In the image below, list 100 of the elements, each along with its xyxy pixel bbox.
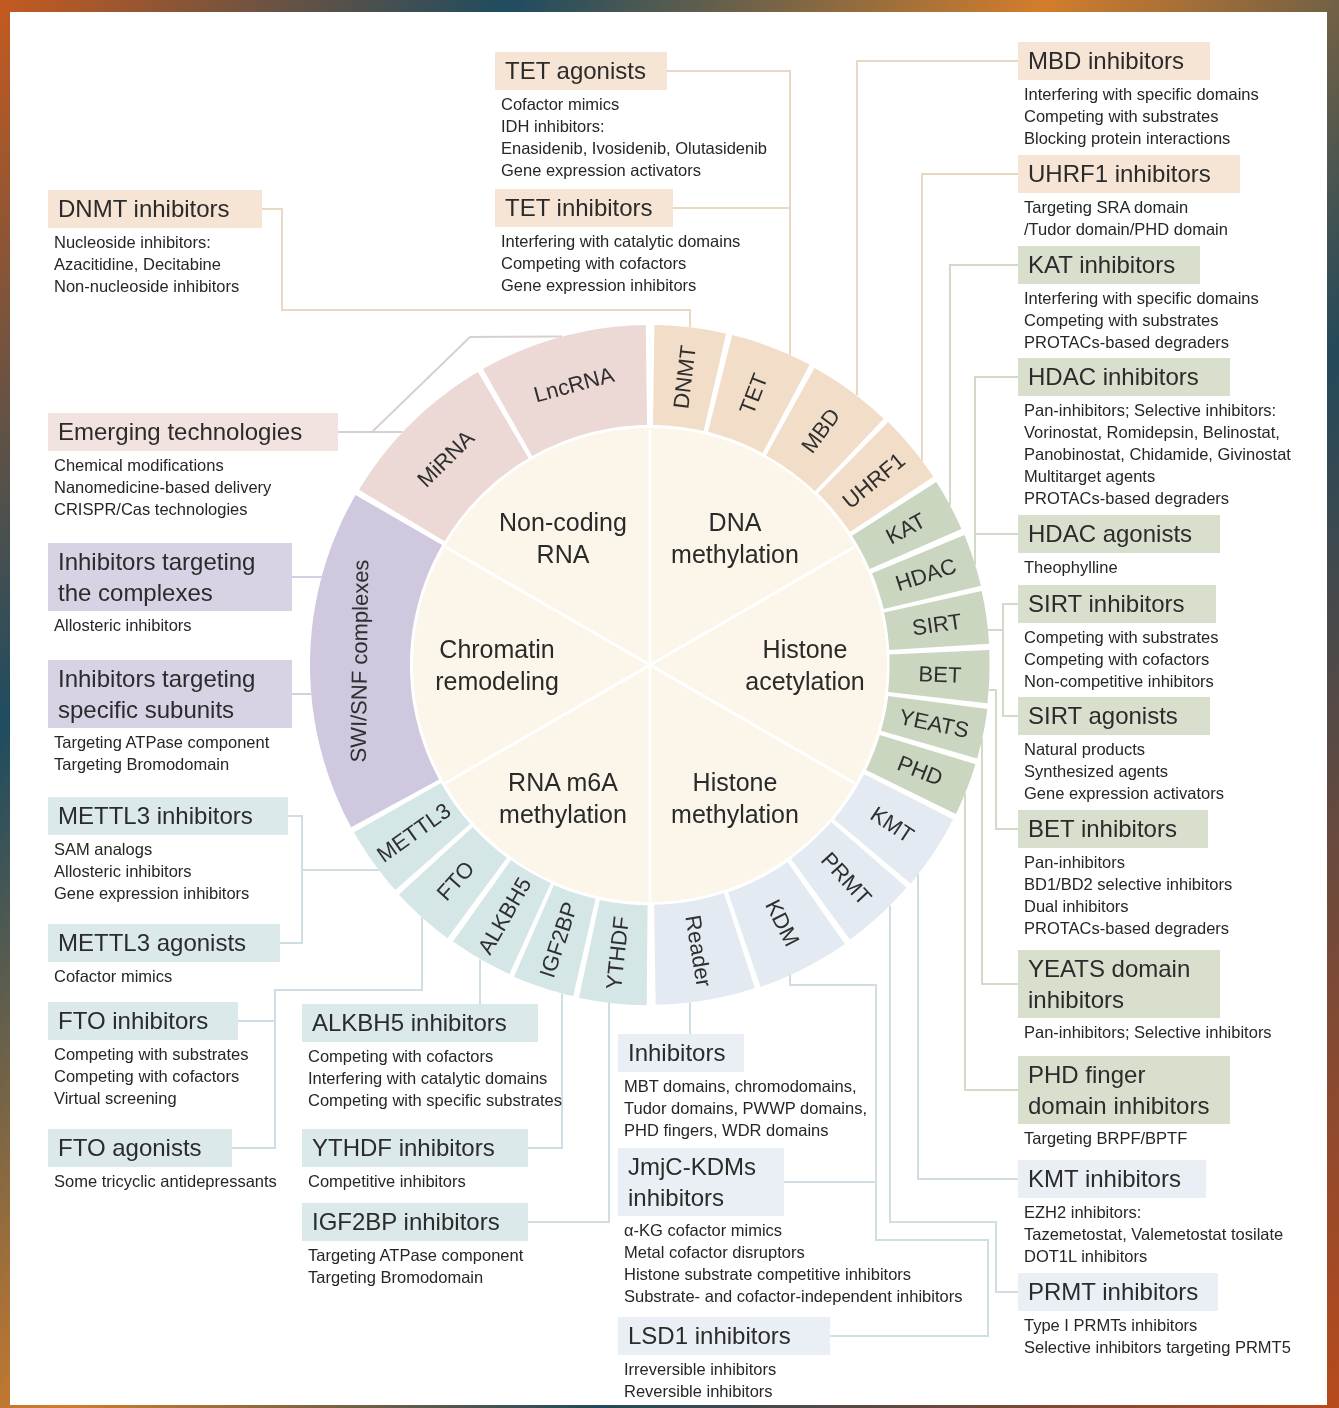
list-item: Gene expression inhibitors	[501, 275, 697, 296]
list-item: Reversible inhibitors	[624, 1381, 773, 1402]
class-heading: TET agonists	[495, 52, 667, 90]
list-item: PROTACs-based degraders	[1024, 332, 1230, 353]
class-heading: HDAC inhibitors	[1018, 358, 1230, 396]
list-item: Gene expression activators	[501, 160, 701, 181]
list-item: Cofactor mimics	[54, 966, 173, 987]
list-item: PROTACs-based degraders	[1024, 918, 1230, 939]
list-item: Competing with substrates	[54, 1044, 249, 1065]
leader-line	[479, 958, 481, 1005]
class-heading: FTO inhibitors	[48, 1002, 238, 1040]
list-item: BD1/BD2 selective inhibitors	[1024, 874, 1233, 895]
leader-line	[527, 992, 563, 1149]
class-heading: SIRT inhibitors	[1018, 585, 1216, 623]
list-item: MBT domains, chromodomains,	[624, 1076, 857, 1097]
list-item: Some tricyclic antidepressants	[54, 1171, 277, 1192]
list-item: Tazemetostat, Valemetostat tosilate	[1024, 1224, 1284, 1245]
list-item: Panobinostat, Chidamide, Givinostat	[1024, 444, 1291, 465]
list-item: Targeting ATPase component	[308, 1245, 524, 1266]
leader-line	[689, 1001, 691, 1035]
leader-line	[291, 693, 313, 695]
leader-line	[964, 792, 1019, 1091]
leader-line	[917, 873, 1019, 1180]
segment-label: SWI/SNF complexes	[346, 559, 374, 763]
segment-label: LncRNA	[531, 362, 617, 408]
list-item: Competing with substrates	[1024, 106, 1219, 127]
category-label: Histone acetylation	[715, 633, 895, 697]
list-item: Competing with cofactors	[308, 1046, 494, 1067]
segment-label: BET	[918, 662, 962, 688]
class-heading: ALKBH5 inhibitors	[302, 1004, 538, 1042]
list-item: EZH2 inhibitors:	[1024, 1202, 1142, 1223]
list-item: Nanomedicine-based delivery	[54, 477, 272, 498]
list-item: Interfering with catalytic domains	[308, 1068, 548, 1089]
segment-label: KAT	[882, 508, 930, 550]
list-item: IDH inhibitors:	[501, 116, 605, 137]
list-item: Competing with substrates	[1024, 310, 1219, 331]
list-item: Chemical modifications	[54, 455, 224, 476]
class-heading: LSD1 inhibitors	[618, 1317, 830, 1355]
list-item: Pan-inhibitors	[1024, 852, 1125, 873]
segment-label: PHD	[893, 751, 946, 791]
leader-line	[889, 904, 1019, 1293]
list-item: Gene expression activators	[1024, 783, 1224, 804]
segment-label: KDM	[759, 896, 804, 951]
list-item: Allosteric inhibitors	[54, 861, 192, 882]
list-item: PHD fingers, WDR domains	[624, 1120, 829, 1141]
segment-label: Reader	[680, 913, 716, 989]
class-heading: PRMT inhibitors	[1018, 1273, 1218, 1311]
segment-label: DNMT	[669, 344, 701, 411]
list-item: /Tudor domain/PHD domain	[1024, 219, 1228, 240]
list-item: Selective inhibitors targeting PRMT5	[1024, 1337, 1291, 1358]
list-item: Gene expression inhibitors	[54, 883, 250, 904]
segment-label: TET	[735, 370, 773, 418]
class-heading: UHRF1 inhibitors	[1018, 155, 1240, 193]
list-item: Interfering with specific domains	[1024, 288, 1259, 309]
segment-label: HDAC	[892, 554, 960, 597]
list-item: Allosteric inhibitors	[54, 615, 192, 636]
list-item: Pan-inhibitors; Selective inhibitors	[1024, 1022, 1272, 1043]
class-heading: PHD finger domain inhibitors	[1018, 1056, 1230, 1124]
class-heading: METTL3 agonists	[48, 924, 280, 962]
list-item: PROTACs-based degraders	[1024, 488, 1230, 509]
class-heading: YTHDF inhibitors	[302, 1129, 528, 1167]
class-heading: Inhibitors targeting the complexes	[48, 543, 292, 611]
leader-line	[949, 264, 1019, 506]
class-heading: Inhibitors	[618, 1034, 744, 1072]
list-item: Targeting BRPF/BPTF	[1024, 1128, 1188, 1149]
class-heading: KMT inhibitors	[1018, 1160, 1206, 1198]
list-item: Targeting SRA domain	[1024, 197, 1189, 218]
leader-line	[988, 689, 1019, 830]
list-item: Competing with substrates	[1024, 627, 1219, 648]
list-item: Cofactor mimics	[501, 94, 620, 115]
list-item: Histone substrate competitive inhibitors	[624, 1264, 912, 1285]
list-item: Azacitidine, Decitabine	[54, 254, 221, 275]
list-item: DOT1L inhibitors	[1024, 1246, 1148, 1267]
list-item: Metal cofactor disruptors	[624, 1242, 805, 1263]
leader-line	[291, 576, 323, 578]
list-item: Competing with cofactors	[54, 1066, 240, 1087]
segment-label: KMT	[865, 802, 918, 848]
list-item: Blocking protein interactions	[1024, 128, 1231, 149]
segment-label: IGF2BP	[535, 899, 583, 982]
class-heading: IGF2BP inhibitors	[302, 1203, 528, 1241]
class-heading: MBD inhibitors	[1018, 42, 1210, 80]
class-heading: JmjC-KDMs inhibitors	[618, 1148, 784, 1216]
list-item: Targeting Bromodomain	[308, 1267, 484, 1288]
list-item: Irreversible inhibitors	[624, 1359, 777, 1380]
list-item: Substrate- and cofactor-independent inhibitors	[624, 1286, 963, 1307]
list-item: Interfering with catalytic domains	[501, 231, 741, 252]
leader-line	[856, 60, 1019, 397]
list-item: Competing with cofactors	[1024, 649, 1210, 670]
class-heading: Emerging technologies	[48, 413, 338, 451]
list-item: Natural products	[1024, 739, 1146, 760]
list-item: Non-nucleoside inhibitors	[54, 276, 240, 297]
list-item: Nucleoside inhibitors:	[54, 232, 211, 253]
class-heading: METTL3 inhibitors	[48, 797, 288, 835]
list-item: Vorinostat, Romidepsin, Belinostat,	[1024, 422, 1280, 443]
list-item: Type I PRMTs inhibitors	[1024, 1315, 1198, 1336]
class-heading: DNMT inhibitors	[48, 190, 262, 228]
class-heading: KAT inhibitors	[1018, 246, 1200, 284]
leader-line	[261, 208, 691, 329]
class-heading: SIRT agonists	[1018, 697, 1210, 735]
list-item: Multitarget agents	[1024, 466, 1156, 487]
